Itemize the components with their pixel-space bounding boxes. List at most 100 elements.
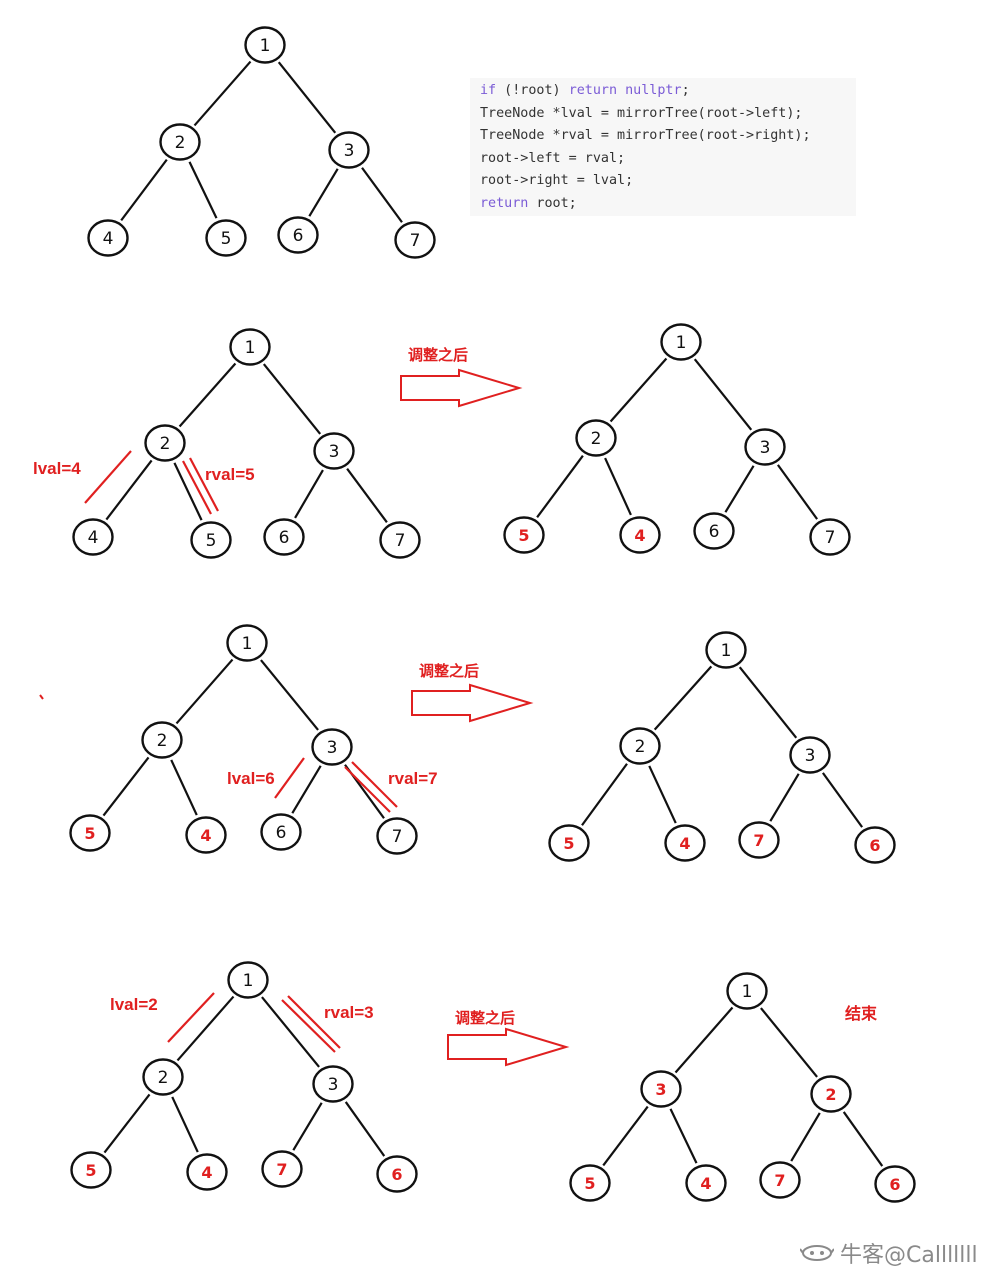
node-label: 4 xyxy=(88,528,99,548)
node-label: 1 xyxy=(721,641,732,661)
tree-node: 1 xyxy=(226,624,268,662)
tree-node: 2 xyxy=(619,727,661,765)
tree-node: 2 xyxy=(575,419,617,457)
node-circle xyxy=(548,824,590,862)
node-label: 6 xyxy=(869,836,880,855)
node-label: 5 xyxy=(518,526,529,545)
tree-node: 4 xyxy=(186,1153,228,1191)
code-text: ; xyxy=(681,83,690,98)
node-label: 2 xyxy=(160,434,171,454)
annotation-text: lval=2 xyxy=(110,995,158,1014)
tree-edge xyxy=(262,363,322,435)
node-label: 7 xyxy=(276,1160,287,1179)
node-circle xyxy=(726,972,768,1010)
code-line: return root; xyxy=(480,193,846,216)
node-circle xyxy=(874,1165,916,1203)
node-circle xyxy=(809,518,851,556)
tree-edge xyxy=(344,1101,386,1157)
tree-edge xyxy=(724,465,755,513)
node-label: 7 xyxy=(395,531,406,551)
node-label: 3 xyxy=(805,746,816,766)
tree-node: 6 xyxy=(874,1165,916,1203)
tree-node: 7 xyxy=(738,821,780,859)
tree-edge xyxy=(171,1096,199,1153)
node-label: 7 xyxy=(410,231,421,251)
annotation-text: lval=4 xyxy=(33,459,81,478)
tree-edge xyxy=(308,168,339,217)
node-label: 7 xyxy=(825,528,836,548)
node-label: 2 xyxy=(635,737,646,757)
node-circle xyxy=(142,1058,184,1096)
tree-edge xyxy=(175,658,234,725)
tree-node: 4 xyxy=(685,1164,727,1202)
tree-node: 6 xyxy=(277,216,319,254)
node-label: 1 xyxy=(742,982,753,1002)
adjust-arrow: 调整之后 xyxy=(400,346,523,408)
tree-node: 7 xyxy=(759,1161,801,1199)
node-label: 6 xyxy=(709,522,720,542)
tree-node: 5 xyxy=(569,1164,611,1202)
node-circle xyxy=(738,821,780,859)
annotation-stroke xyxy=(344,766,391,813)
node-circle xyxy=(226,624,268,662)
tree-node: 6 xyxy=(854,826,896,864)
node-circle xyxy=(693,512,735,550)
tree-node: 2 xyxy=(141,721,183,759)
tree-node: 7 xyxy=(261,1150,303,1188)
tree-node: 1 xyxy=(227,961,269,999)
adjust-arrow: 调整之后 xyxy=(411,662,534,723)
node-circle xyxy=(376,817,418,855)
node-circle xyxy=(328,131,370,169)
tree-node: 6 xyxy=(263,518,305,556)
tree-node: 5 xyxy=(548,824,590,862)
annotation-lval-2: lval=2 xyxy=(110,992,215,1043)
tree-node: 7 xyxy=(379,521,421,559)
tree-node: 3 xyxy=(640,1070,682,1108)
tree-edge xyxy=(738,666,798,739)
node-circle xyxy=(759,1161,801,1199)
node-circle xyxy=(619,727,661,765)
arrow-shape xyxy=(447,1027,570,1067)
node-label: 2 xyxy=(825,1085,836,1104)
tree-node: 1 xyxy=(244,26,286,64)
node-circle xyxy=(313,432,355,470)
tree-node: 7 xyxy=(394,221,436,259)
arrow-label: 调整之后 xyxy=(419,662,479,680)
node-circle xyxy=(569,1164,611,1202)
tree-node: 2 xyxy=(144,424,186,462)
node-circle xyxy=(311,728,353,766)
node-circle xyxy=(619,516,661,554)
tree-edge xyxy=(178,362,237,428)
annotation-stroke xyxy=(274,757,305,799)
tree-node: 5 xyxy=(205,219,247,257)
code-text: TreeNode *rval = mirrorTree(root->right)… xyxy=(480,128,811,144)
nowcoder-logo-icon xyxy=(800,1245,834,1261)
arrow-shape xyxy=(411,683,534,723)
node-circle xyxy=(72,518,114,556)
node-circle xyxy=(263,518,305,556)
node-label: 4 xyxy=(103,229,114,249)
tree-node: 5 xyxy=(503,516,545,554)
tree-edge xyxy=(693,358,753,431)
annotation-text: rval=5 xyxy=(205,465,255,484)
node-label: 5 xyxy=(206,531,217,551)
node-circle xyxy=(185,816,227,854)
node-circle xyxy=(87,219,129,257)
annotation-stroke xyxy=(167,992,215,1043)
tree-node: 2 xyxy=(810,1075,852,1113)
code-keyword: return xyxy=(480,195,529,211)
tree-edge xyxy=(188,161,218,219)
code-line: root->left = rval; xyxy=(480,148,846,171)
tree-node: 3 xyxy=(744,428,786,466)
arrow-shape xyxy=(400,368,523,408)
node-label: 6 xyxy=(279,528,290,548)
tree-edge xyxy=(842,1111,884,1167)
tree-node: 2 xyxy=(142,1058,184,1096)
node-circle xyxy=(705,631,747,669)
watermark: 牛客@Calllllll xyxy=(800,1238,980,1268)
node-label: 3 xyxy=(344,141,355,161)
